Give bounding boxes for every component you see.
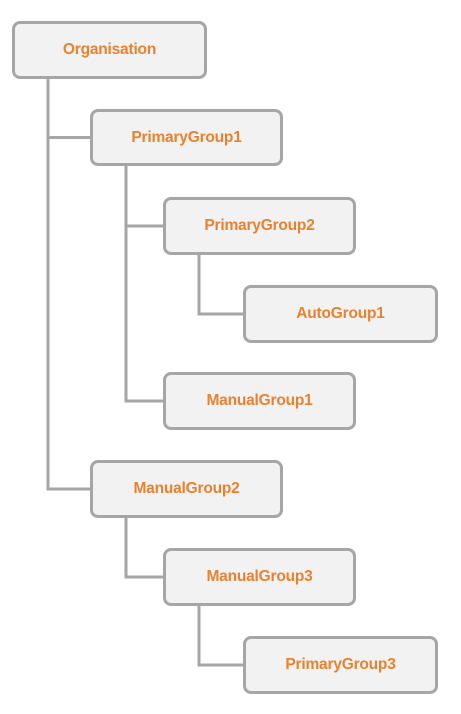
node-manualgroup3: ManualGroup3 [163,548,356,606]
node-primarygroup3: PrimaryGroup3 [243,636,438,694]
node-label: ManualGroup3 [206,568,313,585]
connector-organisation-manualgroup2 [46,79,90,491]
node-primarygroup2: PrimaryGroup2 [163,197,356,255]
node-label: PrimaryGroup3 [285,656,396,673]
node-label: Organisation [62,41,157,58]
connector-organisation-primarygroup1 [46,79,90,139]
connector-primarygroup1-primarygroup2 [124,166,163,228]
node-label: PrimaryGroup1 [131,128,242,146]
node-label: ManualGroup1 [206,392,313,409]
node-label: ManualGroup2 [133,480,240,497]
node-manualgroup1: ManualGroup1 [163,372,356,430]
node-organisation: Organisation [12,21,207,79]
node-label: PrimaryGroup2 [204,217,315,234]
connector-manualgroup3-primarygroup3 [197,606,243,667]
node-primarygroup1: PrimaryGroup1 [90,109,283,166]
connector-primarygroup2-autogroup1 [197,255,243,316]
connector-primarygroup1-manualgroup1 [124,166,163,403]
node-manualgroup2: ManualGroup2 [90,460,283,518]
connector-manualgroup2-manualgroup3 [124,518,163,579]
node-autogroup1: AutoGroup1 [243,285,438,343]
node-label: AutoGroup1 [296,305,385,322]
